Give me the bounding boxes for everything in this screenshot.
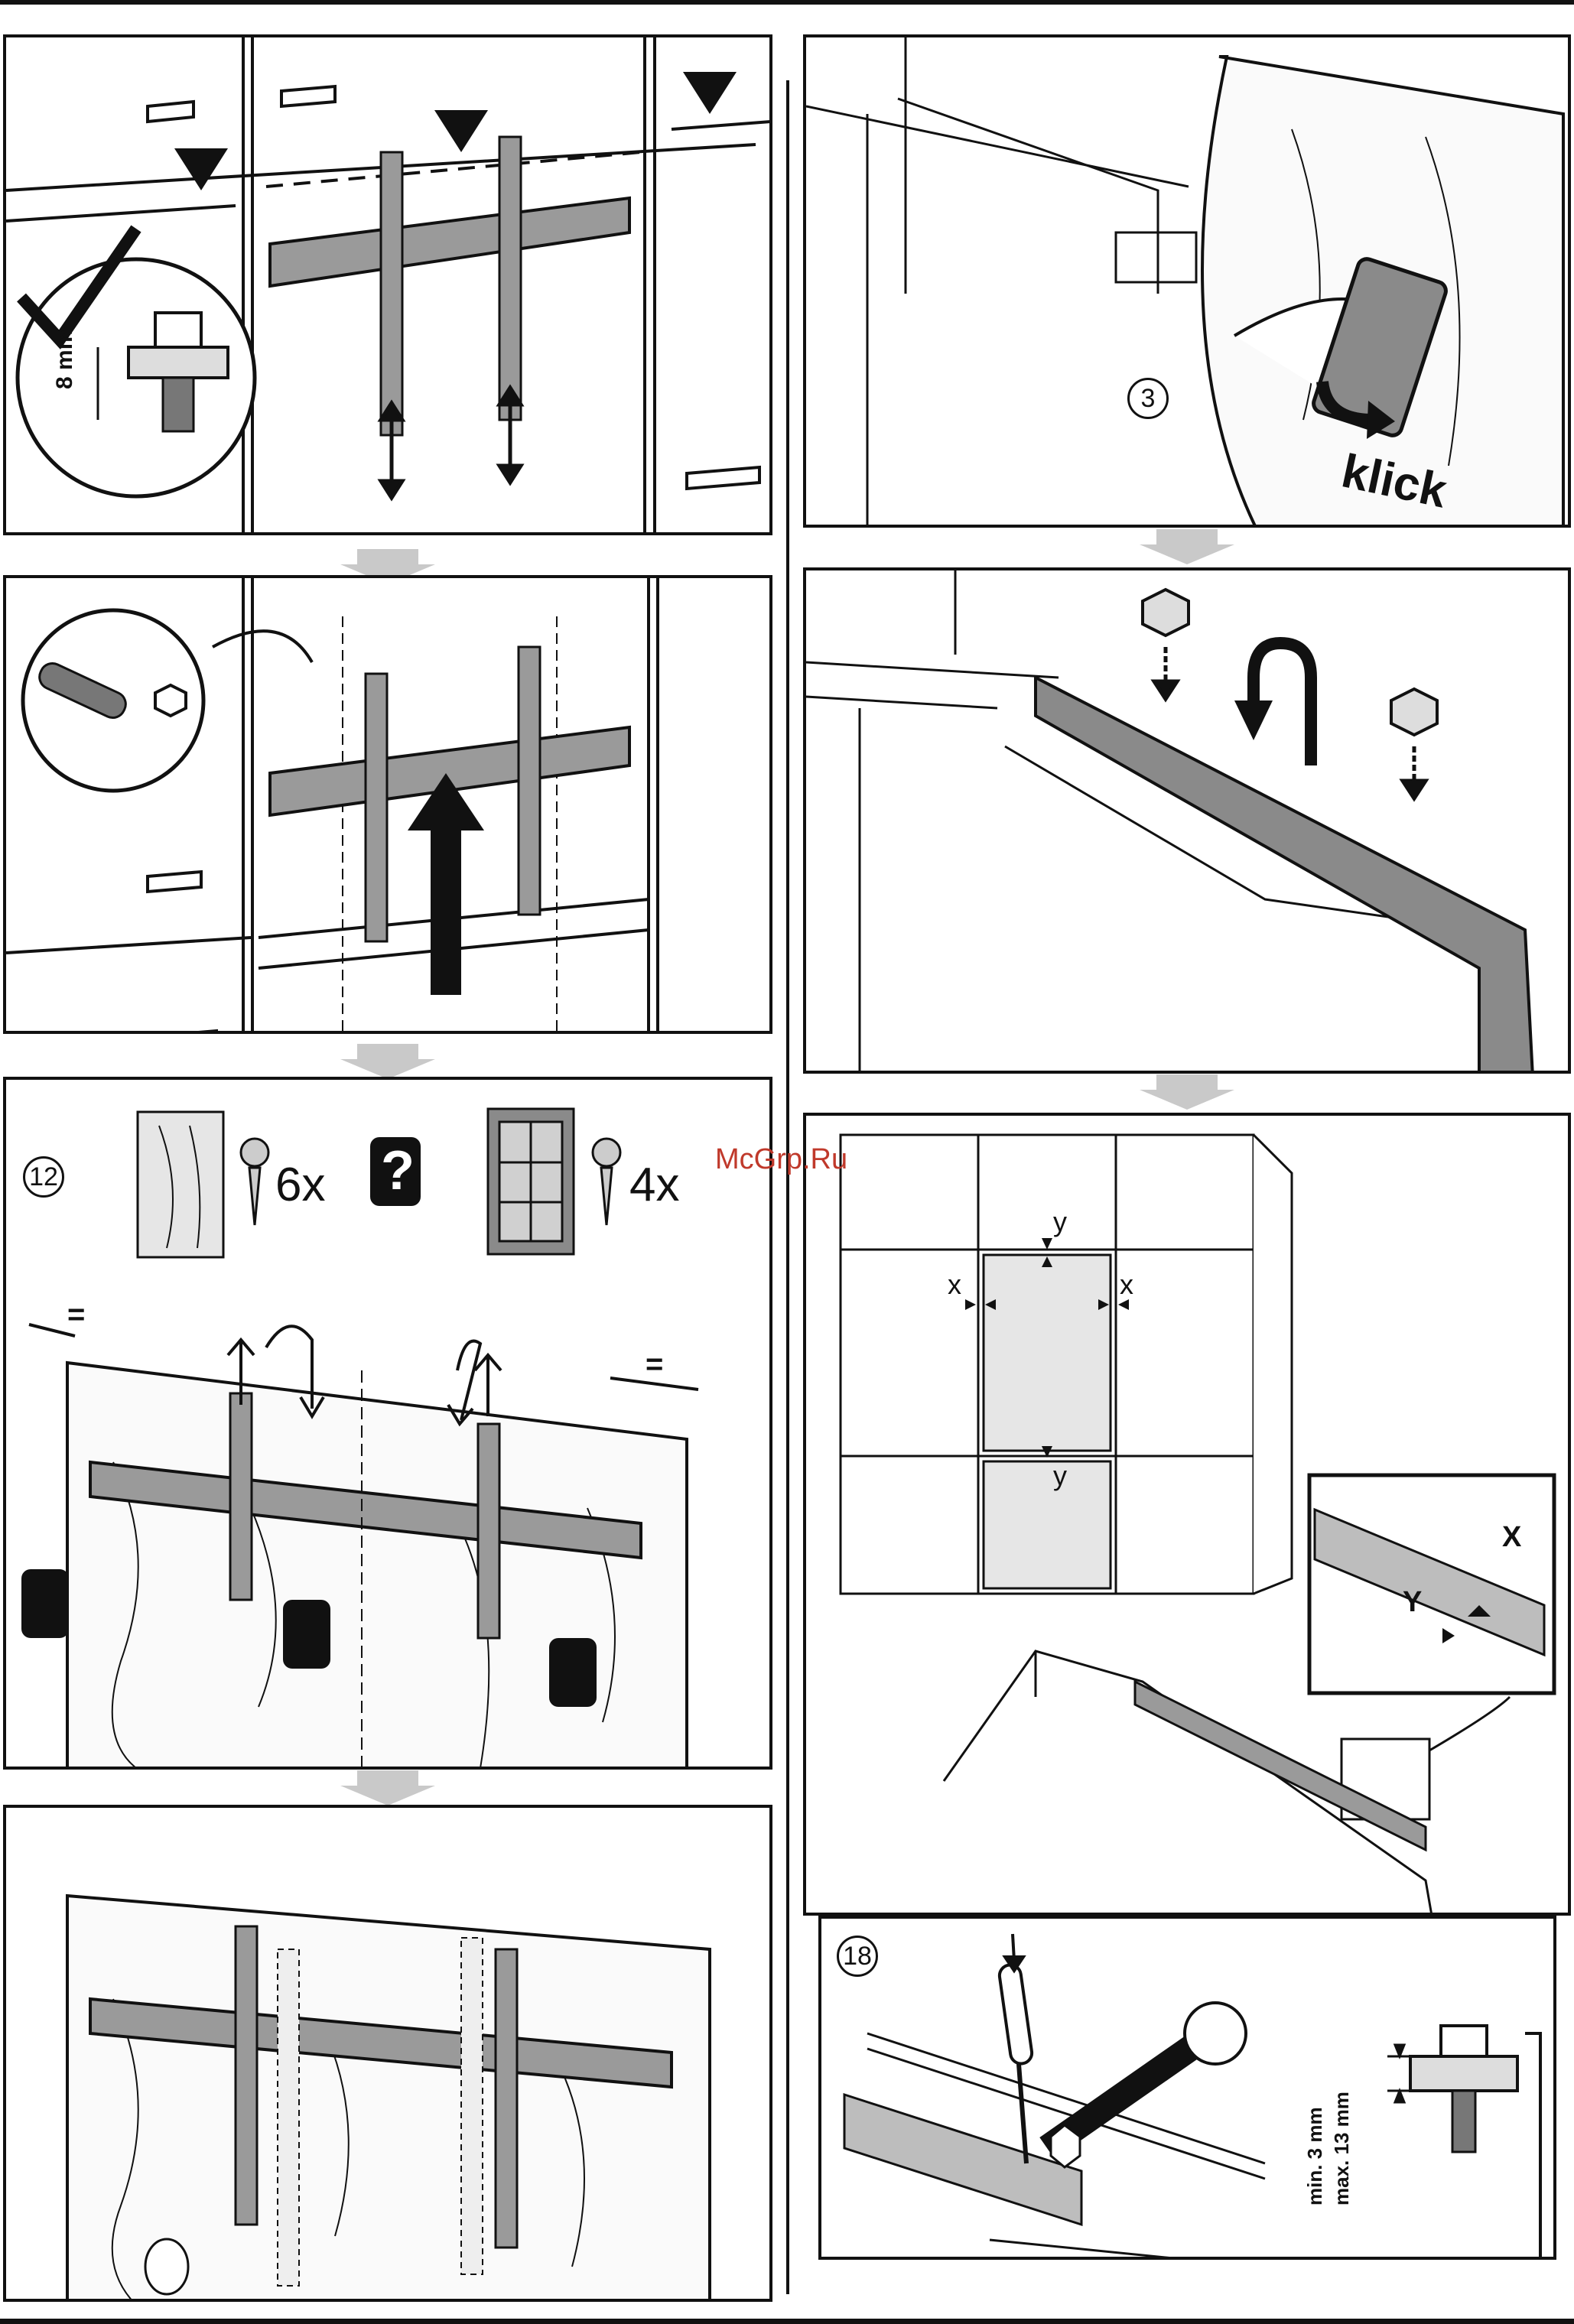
up-arrow-icon — [408, 773, 484, 995]
gap-y-bottom: y — [1053, 1460, 1067, 1492]
bottom-rule — [0, 2319, 1574, 2324]
bracket-slide-up-illustration — [6, 578, 772, 1034]
mounting-bracket — [270, 198, 629, 286]
screwdriver-wrench-illustration — [821, 1919, 1556, 2260]
panel-adjust-height: 8 mm — [3, 34, 772, 535]
question-label: ? — [381, 1139, 415, 1202]
screwdriver-icon — [998, 1964, 1033, 2066]
inset-y-label: Y — [1403, 1586, 1422, 1619]
door-lower — [984, 1461, 1111, 1588]
step-number-12: 12 — [23, 1156, 64, 1198]
door-alignment-illustration — [806, 1116, 1571, 1916]
hinge-cover-illustration — [806, 37, 1571, 528]
equal-spacing-left: = — [67, 1298, 85, 1332]
flow-arrow — [1140, 544, 1234, 564]
door-top-strip — [1036, 678, 1533, 1074]
dimension-8mm-label: 8 mm — [52, 330, 78, 389]
panel-step-3-klick: 3 klick — [803, 34, 1571, 528]
panel-step-12-mount-bracket: 12 6x ? 4x = = — [3, 1077, 772, 1770]
down-marker — [683, 72, 737, 114]
down-marker — [434, 110, 488, 152]
inset-x-label: X — [1502, 1521, 1521, 1554]
panel-tighten-nut — [3, 575, 772, 1034]
step-number-18: 18 — [837, 1936, 878, 1977]
panel-align-door: x x y y X Y — [803, 1113, 1571, 1916]
flow-arrow — [1140, 1090, 1234, 1110]
flow-arrow — [340, 1786, 435, 1806]
equal-spacing-right: = — [646, 1347, 663, 1382]
panel-fit-nuts — [803, 567, 1571, 1074]
gap-x-left: x — [948, 1269, 961, 1301]
down-marker — [174, 148, 228, 190]
hex-nut-icon — [1143, 590, 1437, 735]
door-upper — [984, 1255, 1111, 1451]
screw-count-4x: 4x — [629, 1158, 679, 1212]
step-number-3: 3 — [1127, 378, 1169, 419]
door-top-nuts-illustration — [806, 570, 1571, 1074]
top-rule — [0, 0, 1574, 5]
max-dimension-label: max. 13 mm — [1330, 2092, 1354, 2205]
gap-x-right: x — [1120, 1269, 1133, 1301]
gap-y-top: y — [1053, 1206, 1067, 1238]
panel-step-18-tighten: 18 min. 3 mm max. 13 mm — [818, 1916, 1556, 2260]
door-rails-illustration — [6, 1808, 772, 2302]
column-divider — [786, 80, 789, 2294]
screw-count-6x: 6x — [275, 1158, 325, 1212]
cabinet-bracket-illustration — [6, 37, 772, 535]
wood-board-icon — [138, 1112, 223, 1257]
panel-slide-rails — [3, 1805, 772, 2302]
watermark: McGrp.Ru — [715, 1143, 847, 1176]
min-dimension-label: min. 3 mm — [1303, 2107, 1327, 2205]
